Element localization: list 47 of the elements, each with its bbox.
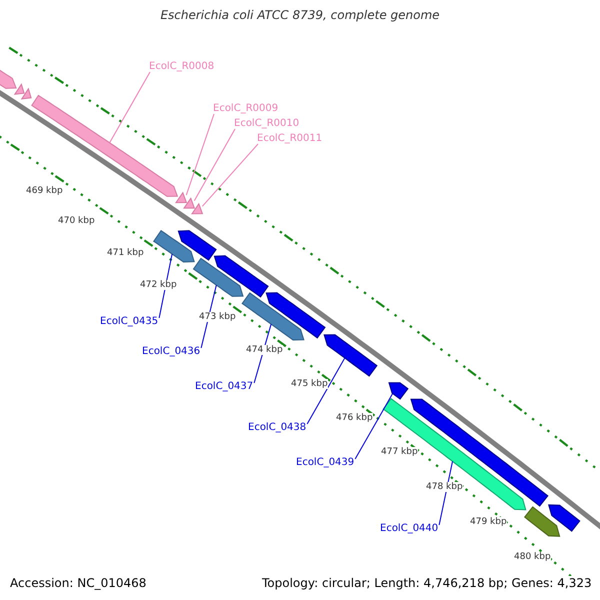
gene-feature bbox=[548, 504, 580, 532]
gene-marker bbox=[20, 88, 32, 100]
scale-label: 474 kbp bbox=[246, 345, 283, 355]
feature-label: EcolC_0437 bbox=[195, 381, 254, 393]
scale-label: 469 kbp bbox=[26, 186, 63, 196]
gene-feature bbox=[324, 334, 378, 377]
gene-feature bbox=[178, 230, 217, 261]
gene-feature bbox=[266, 292, 326, 339]
feature-label: EcolC_R0010 bbox=[234, 118, 300, 130]
feature-label: EcolC_0438 bbox=[248, 422, 306, 434]
leader-line bbox=[194, 128, 236, 202]
scale-label: 473 kbp bbox=[199, 312, 236, 322]
leader-line bbox=[306, 358, 346, 424]
scale-label: 475 kbp bbox=[291, 379, 328, 389]
gene-feature bbox=[382, 398, 526, 510]
feature-label: EcolC_0435 bbox=[100, 316, 158, 328]
gene-feature bbox=[242, 292, 304, 340]
feature-label: EcolC_R0011 bbox=[257, 133, 322, 145]
leader-line bbox=[202, 144, 258, 207]
scale-label: 471 kbp bbox=[107, 248, 144, 258]
gene-marker bbox=[183, 197, 196, 209]
gene-marker bbox=[191, 202, 204, 214]
gene-feature bbox=[388, 382, 408, 400]
scale-label: 478 kbp bbox=[426, 482, 463, 492]
gene-feature bbox=[192, 258, 244, 297]
genome-info: Topology: circular; Length: 4,746,218 bp; Genes: 4,323 bbox=[262, 576, 592, 590]
genome-info: Accession: NC_010468 bbox=[10, 576, 146, 590]
feature-label: EcolC_0439 bbox=[296, 457, 354, 469]
scale-label: 479 kbp bbox=[470, 517, 507, 527]
gene-marker bbox=[14, 83, 25, 95]
feature-label: EcolC_R0008 bbox=[149, 61, 214, 73]
gene-feature bbox=[153, 230, 195, 262]
scale-label: 472 kbp bbox=[140, 280, 177, 290]
gene-marker bbox=[175, 192, 188, 204]
gene-feature bbox=[524, 506, 560, 537]
leader-line bbox=[109, 72, 150, 144]
scale-label: 480 kbp bbox=[514, 552, 551, 562]
feature-label: EcolC_0440 bbox=[380, 523, 438, 535]
gene-feature bbox=[214, 255, 269, 298]
feature-label: EcolC_R0009 bbox=[213, 103, 278, 115]
title: Escherichia coli ATCC 8739, complete genome bbox=[159, 9, 441, 21]
scale-label: 476 kbp bbox=[336, 413, 373, 423]
leader-line bbox=[354, 393, 394, 460]
leader-line bbox=[186, 114, 214, 196]
scale-label: 470 kbp bbox=[58, 216, 95, 226]
feature-label: EcolC_0436 bbox=[142, 346, 200, 358]
scale-label: 477 kbp bbox=[381, 447, 418, 457]
